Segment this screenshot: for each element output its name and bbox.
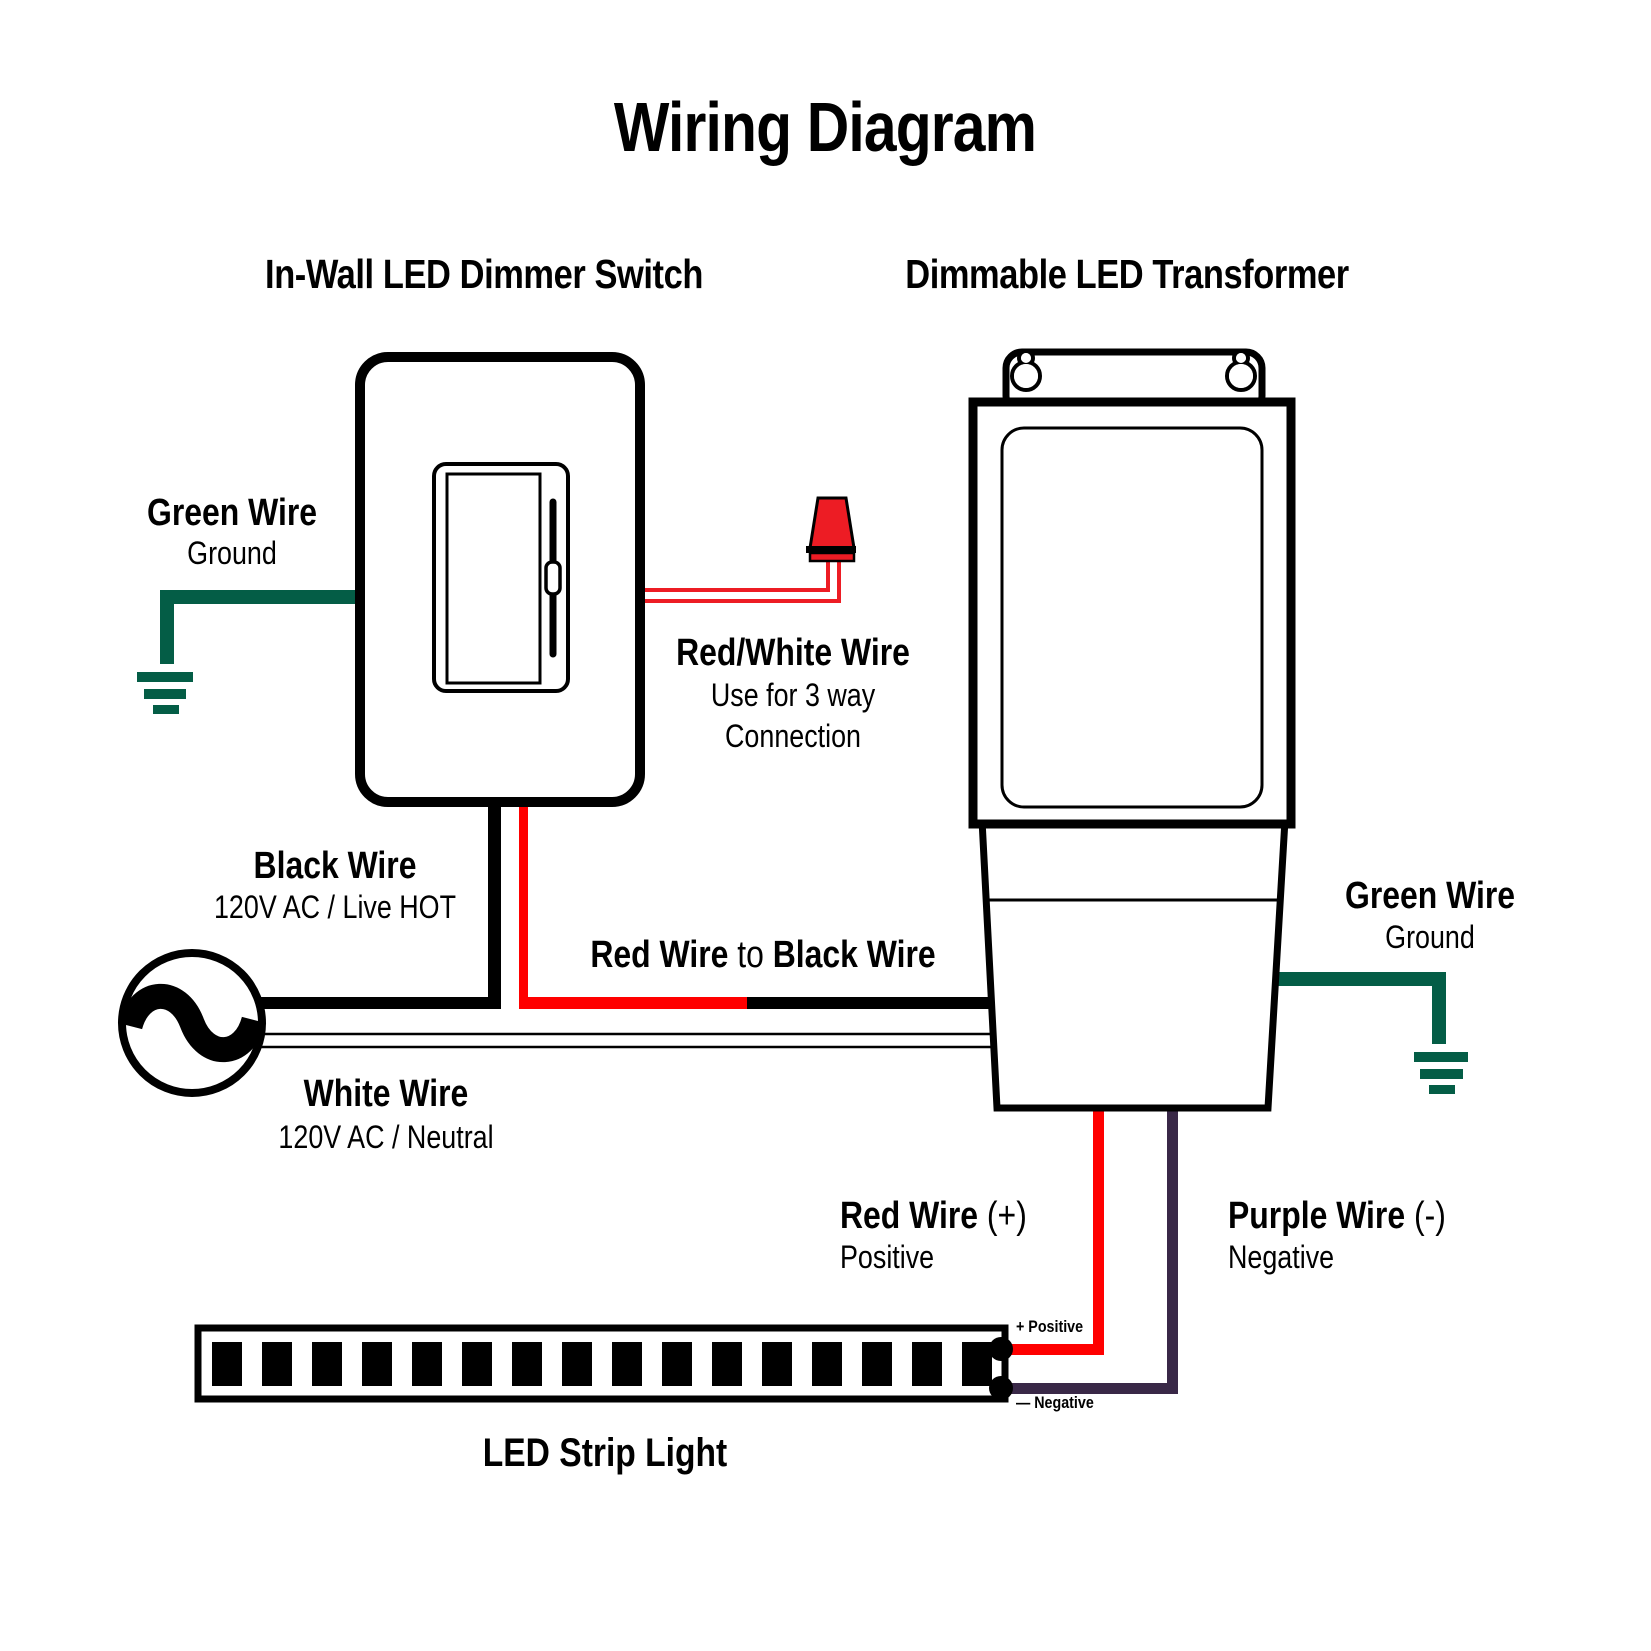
page-title: Wiring Diagram (613, 88, 1037, 166)
strip-terminal-positive-dot (989, 1337, 1013, 1361)
led-chip (212, 1342, 242, 1386)
strip-terminal-negative-dot (989, 1376, 1013, 1400)
dimmer-heading: In-Wall LED Dimmer Switch (265, 251, 703, 297)
black-wire-sublabel: 120V AC / Live HOT (213, 889, 457, 925)
purple-negative-sublabel: Negative (1228, 1239, 1335, 1275)
led-chip (812, 1342, 842, 1386)
red-white-wire-subline2: Connection (725, 718, 861, 754)
led-chip (862, 1342, 892, 1386)
red-white-wire (640, 560, 841, 603)
led-chips (212, 1342, 992, 1386)
keyhole-right-icon (1225, 349, 1257, 392)
led-chip (912, 1342, 942, 1386)
green-wire-right-sublabel: Ground (1385, 919, 1475, 955)
ground-symbol-right-icon (1414, 1052, 1468, 1094)
red-white-wire-subline1: Use for 3 way (710, 677, 876, 713)
white-wire-sublabel: 120V AC / Neutral (278, 1119, 494, 1155)
red-positive-label: Red Wire (+) (840, 1195, 1027, 1237)
black-wire-vertical (488, 797, 501, 1009)
white-wire (256, 1032, 995, 1049)
led-chip (412, 1342, 442, 1386)
dimmer-paddle (445, 472, 542, 685)
red-wire-vertical (519, 797, 528, 1009)
led-strip-label: LED Strip Light (482, 1431, 728, 1475)
led-chip (962, 1342, 992, 1386)
led-chip (762, 1342, 792, 1386)
transformer-label-area (1000, 426, 1264, 809)
led-chip (262, 1342, 292, 1386)
ac-source-icon (117, 949, 267, 1097)
strip-negative-terminal-label: — Negative (1016, 1393, 1094, 1412)
red-wire-run (519, 997, 747, 1009)
led-chip (562, 1342, 592, 1386)
purple-negative-label: Purple Wire (-) (1228, 1195, 1446, 1237)
black-wire-horizontal (253, 997, 501, 1009)
led-chip (462, 1342, 492, 1386)
strip-positive-terminal-label: + Positive (1016, 1317, 1084, 1336)
transformer-base (978, 816, 1289, 1112)
led-chip (662, 1342, 692, 1386)
purple-output-wire (995, 1100, 1178, 1394)
white-wire-label: White Wire (303, 1073, 469, 1115)
led-chip (512, 1342, 542, 1386)
red-white-wire-label: Red/White Wire (676, 632, 910, 674)
dimmer-switch (355, 352, 645, 807)
led-chip (362, 1342, 392, 1386)
led-chip (712, 1342, 742, 1386)
ground-symbol-left-icon (137, 672, 193, 714)
green-wire-left-sublabel: Ground (187, 535, 277, 571)
red-positive-sublabel: Positive (840, 1239, 935, 1275)
transformer-heading: Dimmable LED Transformer (905, 251, 1349, 297)
green-wire-left-label: Green Wire (146, 492, 318, 534)
sine-wave-icon (117, 983, 267, 1063)
wire-nut-icon (806, 496, 856, 563)
red-to-black-label: Red Wire to Black Wire (590, 934, 936, 976)
green-wire-right-label: Green Wire (1344, 875, 1516, 917)
led-chip (612, 1342, 642, 1386)
black-wire-run (747, 997, 995, 1009)
dimmer-slider-handle (544, 560, 562, 596)
led-transformer (968, 348, 1296, 1112)
led-chip (312, 1342, 342, 1386)
green-wire-right (1276, 972, 1446, 1044)
red-output-wire (995, 1100, 1104, 1355)
keyhole-left-icon (1010, 349, 1042, 392)
led-strip (194, 1324, 1013, 1403)
black-wire-label: Black Wire (253, 845, 417, 887)
green-wire-left (160, 590, 365, 664)
